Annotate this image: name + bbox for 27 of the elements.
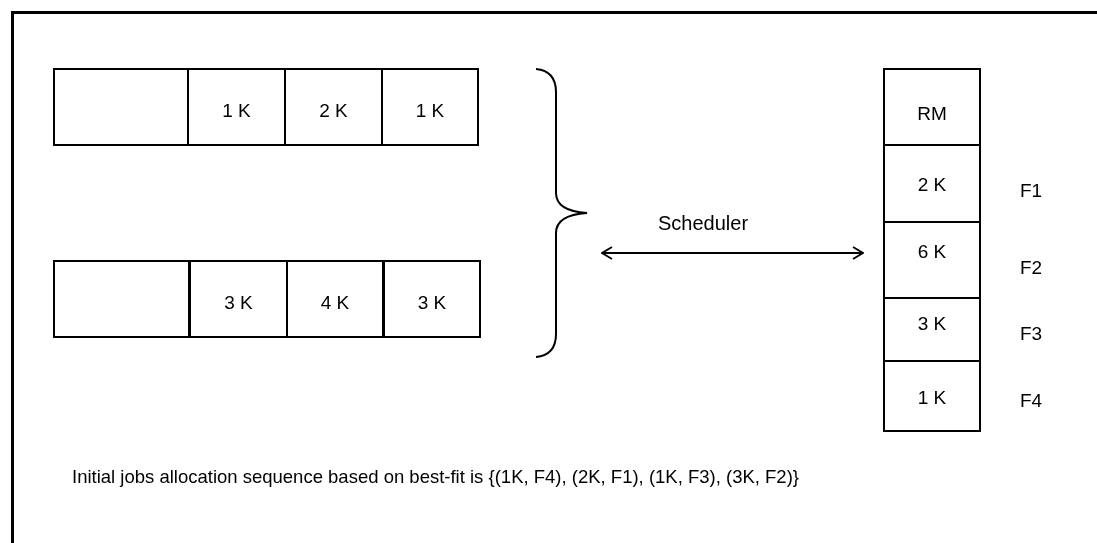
double-arrow bbox=[601, 246, 864, 260]
cell-label: 1 K bbox=[916, 387, 948, 409]
cell-label: RM bbox=[916, 103, 948, 125]
cell-label: 1 K bbox=[221, 100, 252, 122]
memory-partition bbox=[883, 68, 981, 146]
cell-label: 2 K bbox=[916, 174, 948, 196]
queue-cell bbox=[286, 260, 384, 338]
cell-label: 6 K bbox=[916, 241, 948, 263]
cell-label: 1 K bbox=[414, 100, 446, 122]
queue-cell bbox=[284, 68, 383, 146]
queue-cell bbox=[381, 68, 479, 146]
frame-label: F4 bbox=[1020, 390, 1043, 412]
frame-label: F1 bbox=[1020, 180, 1043, 202]
queue-cell bbox=[189, 260, 288, 338]
queue-cell bbox=[383, 260, 481, 338]
cell-label: 2 K bbox=[318, 100, 349, 122]
frame-label: F2 bbox=[1020, 257, 1043, 279]
queue-cell bbox=[53, 260, 190, 338]
frame-label: F3 bbox=[1020, 323, 1043, 345]
cell-label: 3 K bbox=[916, 313, 948, 335]
cell-label: 3 K bbox=[416, 292, 448, 314]
queue-cell bbox=[53, 68, 189, 146]
caption: Initial jobs allocation sequence based on best-fit is {(1K, F4), (2K, F1), (1K, F3), (3K, F2)} bbox=[72, 466, 799, 488]
cell-label: 4 K bbox=[319, 292, 351, 314]
cell-label: 3 K bbox=[223, 292, 254, 314]
queue-cell bbox=[187, 68, 286, 146]
curly-brace bbox=[534, 68, 588, 358]
